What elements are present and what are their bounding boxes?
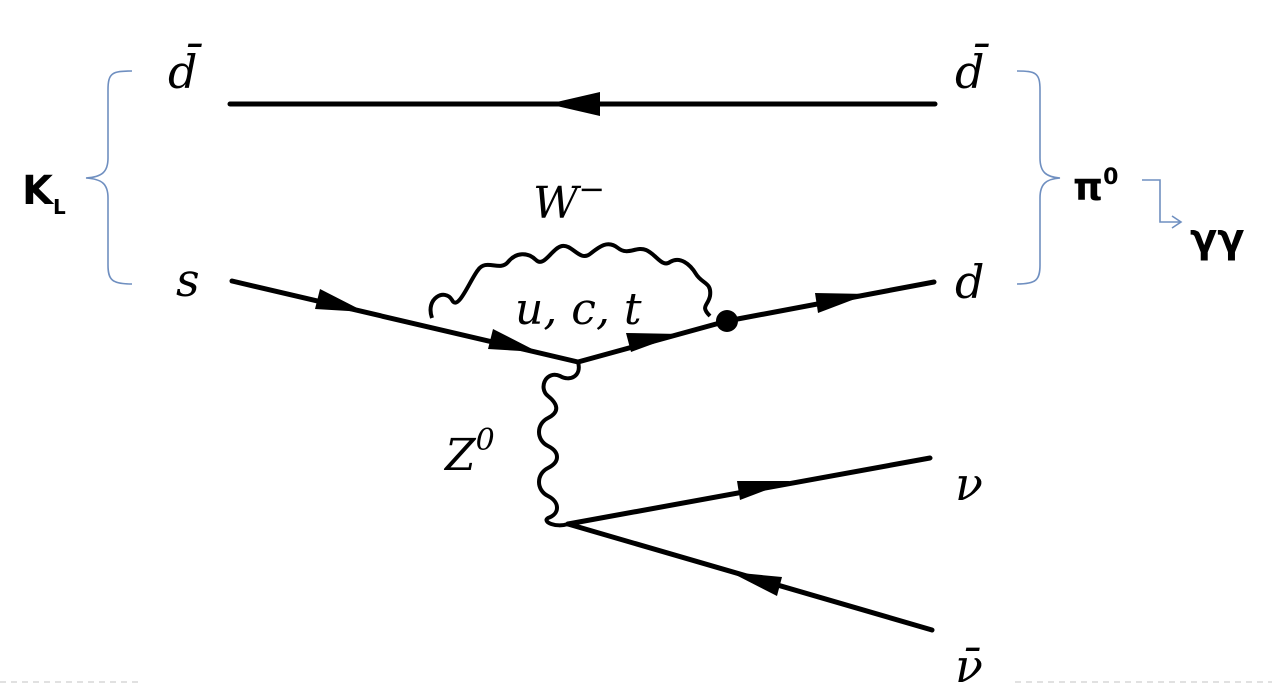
label-z-sup: 0 [476,423,495,458]
label-gammagamma: γγ [1190,216,1245,262]
label-pi0: π0 [1073,165,1118,209]
s-quark-arrow-1 [315,289,365,312]
label-pi0-main: π [1073,165,1103,209]
label-pi0-sup: 0 [1103,165,1118,190]
label-z: Z0 [443,423,495,481]
kl-brace [85,70,133,285]
label-s: s [176,253,200,307]
label-kl-main: K [22,168,55,214]
antineutrino-arrow [730,572,782,596]
decay-arrow [1142,179,1180,223]
label-quarks: u, c, t [515,284,642,335]
pi0-brace [1016,70,1061,285]
z-boson-line [537,361,581,528]
w-boson-line [428,242,713,319]
internal-quark-arrow [626,333,680,352]
s-quark-arrow-2 [488,329,538,352]
decay-arrow-head [1171,215,1183,229]
label-w-sup: − [578,170,605,208]
label-w: W− [533,170,605,229]
label-w-main: W [533,178,582,229]
vertex-dot [716,310,738,332]
d-quark-arrow [815,293,868,313]
label-dbar-right: d̄ [955,42,989,99]
label-d: d [955,255,984,309]
dbar-arrow [548,92,600,116]
label-kl-sub: L [53,195,66,219]
label-nu: ν [955,457,983,511]
label-dbar-left: d̄ [168,42,202,99]
neutrino-arrow [737,481,790,500]
label-z-main: Z [443,430,477,481]
label-nubar: ν̄ [955,639,983,693]
label-kl: KL [22,168,66,219]
